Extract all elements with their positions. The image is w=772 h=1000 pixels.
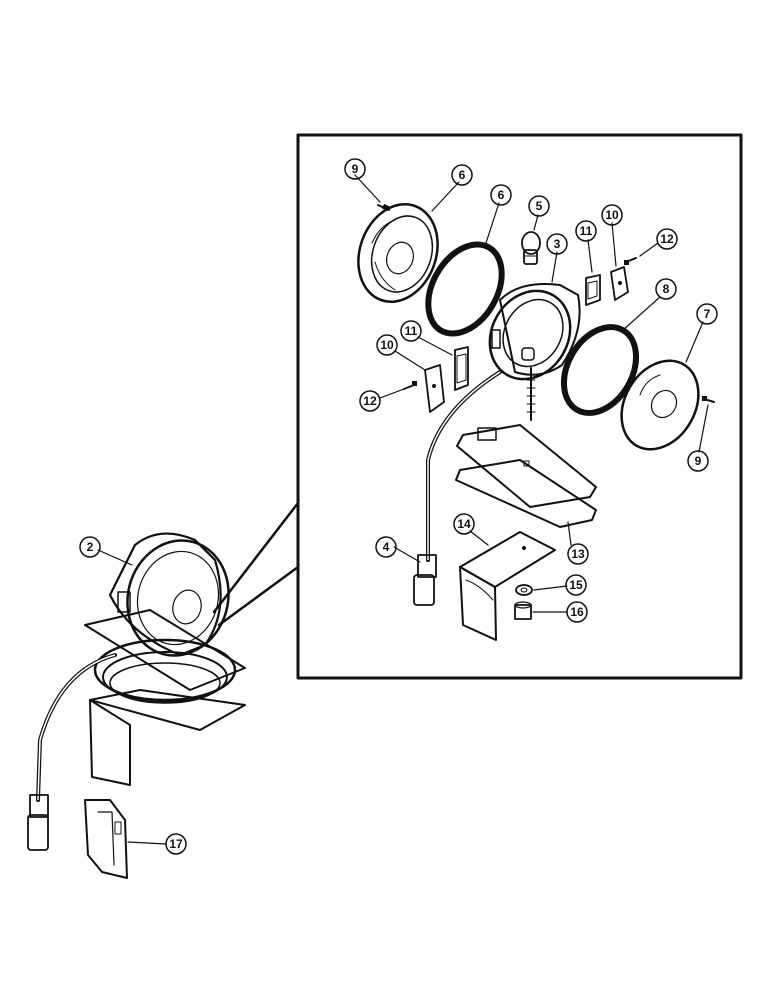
callout-14: 14 [453,513,475,535]
callout-16: 16 [566,601,588,623]
callout-9-lower: 9 [687,450,709,472]
svg-text:10: 10 [380,338,394,352]
bracket-clip-part-lower [424,364,445,413]
svg-text:6: 6 [459,168,466,182]
svg-text:9: 9 [695,454,702,468]
svg-text:9: 9 [352,162,359,176]
gasket-ring-part [425,241,505,337]
detail-inset-frame [296,133,743,680]
lens-part-rear [620,359,700,451]
callout-11-upper: 11 [575,220,597,242]
mounting-bracket-part [459,531,556,641]
detail-inset [212,133,743,680]
svg-text:3: 3 [554,237,561,251]
callout-17: 17 [165,833,187,855]
detail-leader-line-lower [217,565,300,627]
svg-text:11: 11 [580,224,593,238]
svg-text:8: 8 [663,282,670,296]
clip-part-upper [585,274,601,306]
callout-11-lower: 11 [400,320,422,342]
svg-text:17: 17 [169,837,183,851]
svg-text:11: 11 [405,324,418,338]
svg-text:7: 7 [704,307,711,321]
svg-text:15: 15 [569,578,583,592]
callout-7: 7 [696,303,718,325]
svg-text:4: 4 [383,540,390,554]
svg-text:16: 16 [570,605,584,619]
callout-2: 2 [79,536,101,558]
lens-part-front [357,203,439,303]
callout-15: 15 [565,574,587,596]
nut-part [514,601,532,620]
assembled-lamp [27,532,246,851]
holder-bracket-part [84,799,128,879]
svg-text:6: 6 [498,188,505,202]
callout-12-lower: 12 [359,390,381,412]
clip-part-lower [454,346,469,391]
callout-12-upper: 12 [656,228,678,250]
washer-part [515,584,533,596]
bracket-clip-part-upper [610,266,629,301]
callout-5: 5 [528,195,550,217]
svg-text:13: 13 [571,547,585,561]
callout-6-lens: 6 [451,164,473,186]
wire-harness-part [413,370,502,606]
svg-text:12: 12 [363,394,377,408]
callout-10-upper: 10 [601,204,623,226]
svg-text:14: 14 [457,517,471,531]
screw-part-upper-right [624,257,637,265]
lamp-housing-part [488,283,581,421]
callout-9-upper: 9 [344,158,366,180]
callouts: 9 6 6 5 3 11 [79,158,718,855]
svg-text:10: 10 [605,208,619,222]
mounting-plate-part [455,424,597,528]
callout-10-lower: 10 [376,334,398,356]
svg-text:2: 2 [87,540,94,554]
detail-leader-line-upper [212,501,300,614]
callout-4: 4 [375,536,397,558]
callout-3: 3 [546,233,568,255]
callout-8: 8 [655,278,677,300]
svg-text:12: 12 [660,232,674,246]
bulb-part [521,231,541,265]
svg-text:5: 5 [536,199,543,213]
callout-13: 13 [567,543,589,565]
screw-part-lower-left [403,381,417,390]
gasket-ring-part-rear [560,324,640,416]
screw-part-lower-right [702,396,715,403]
callout-6-gasket: 6 [490,184,512,206]
